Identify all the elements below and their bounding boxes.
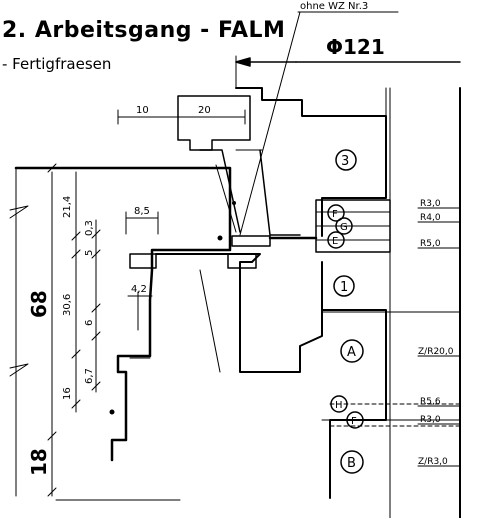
- op-1-label: 1: [340, 280, 348, 295]
- dim-5: 5: [84, 250, 95, 256]
- radius-r5-6: R5,6: [420, 397, 441, 407]
- dim-18: 18: [27, 448, 51, 476]
- dim-10: 10: [136, 105, 149, 116]
- page-title: 2. Arbeitsgang - FALM: [2, 18, 286, 43]
- op-3-label: 3: [341, 154, 349, 169]
- radius-r3-lower: R3,0: [420, 415, 441, 425]
- diameter-label: Φ121: [326, 35, 385, 59]
- op-f-label: F: [332, 209, 338, 220]
- radius-r3: R3,0: [420, 199, 441, 209]
- dim-6: 6: [84, 320, 95, 326]
- op-f2-label: F: [351, 416, 357, 427]
- dim-0-3: 0,3: [84, 220, 95, 236]
- page-subtitle: - Fertigfraesen: [2, 55, 112, 73]
- radius-a: Z/R20,0: [418, 347, 454, 357]
- op-e-label: E: [332, 236, 338, 247]
- dim-8-5: 8,5: [134, 206, 150, 217]
- dim-4-2: 4,2: [131, 284, 147, 295]
- dim-6-7: 6,7: [84, 368, 95, 384]
- op-h-label: H: [335, 400, 343, 411]
- tool-note: ohne WZ Nr.3: [300, 1, 368, 12]
- radius-r5: R5,0: [420, 239, 441, 249]
- dim-68: 68: [27, 290, 51, 318]
- radius-r4: R4,0: [420, 213, 441, 223]
- radius-b: Z/R3,0: [418, 457, 448, 467]
- dim-16: 16: [62, 387, 73, 400]
- dim-21-4: 21,4: [62, 196, 73, 218]
- dim-20: 20: [198, 105, 211, 116]
- op-b-label: B: [347, 456, 356, 471]
- op-a-label: A: [347, 345, 356, 360]
- op-g-label: G: [340, 222, 348, 233]
- dim-30-6: 30,6: [62, 294, 73, 316]
